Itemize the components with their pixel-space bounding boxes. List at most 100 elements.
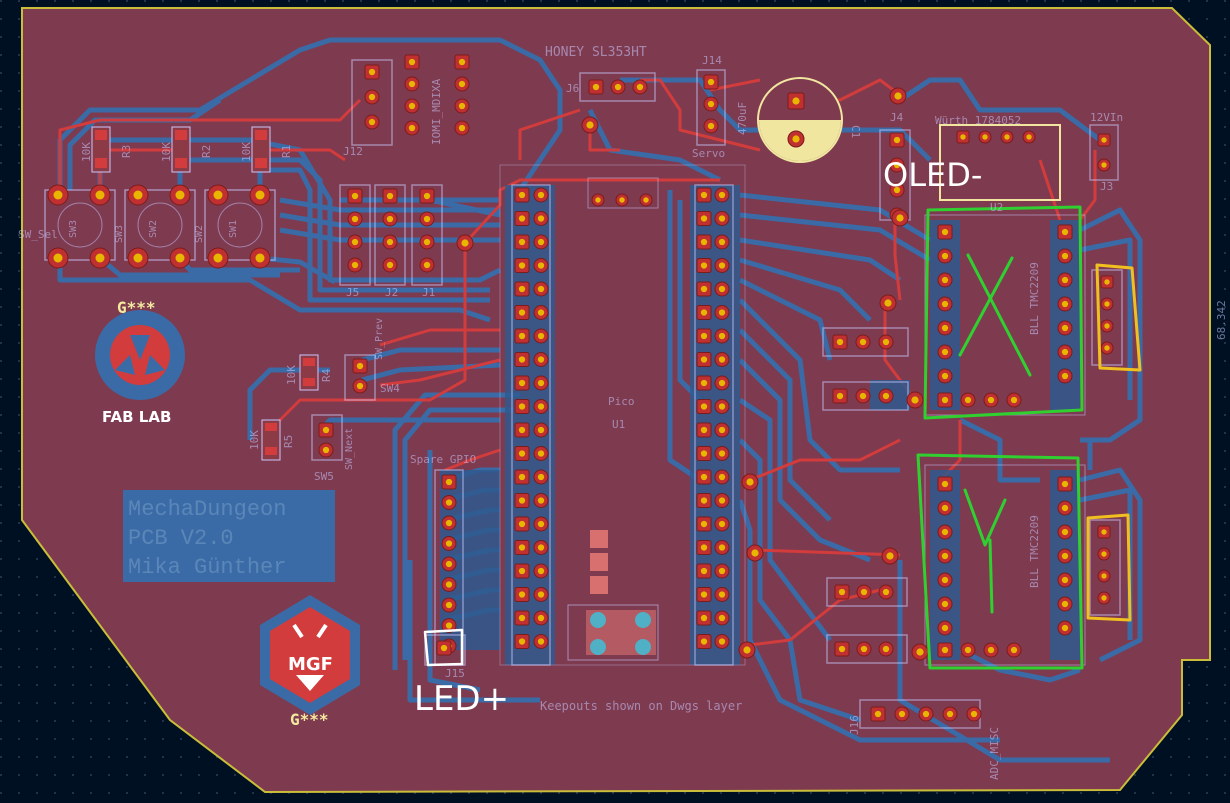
pad-hole [518, 332, 526, 340]
pad-hole [718, 450, 726, 457]
pad-hole [423, 261, 431, 269]
pad-hole [700, 262, 708, 269]
silkscreen-labels: HONEY SL353HT J6 J14 Servo 470uF C1 J4 W… [18, 45, 1228, 780]
pad-hole [700, 356, 708, 363]
pad-hole [408, 124, 416, 132]
regulator-u2[interactable] [939, 124, 1061, 201]
pad-hole [537, 638, 545, 645]
pad-hole [718, 473, 726, 481]
pad-hole [970, 710, 978, 718]
switch-sw3[interactable] [44, 189, 116, 261]
label-sw5: SW5 [314, 470, 334, 483]
pad-hole [860, 645, 868, 653]
pad-hole [718, 356, 726, 363]
label-c1: C1 [849, 125, 862, 138]
pad-hole [1061, 552, 1069, 560]
pad-hole [1061, 480, 1069, 488]
pad-hole [537, 191, 545, 199]
label-j2: J2 [385, 286, 398, 299]
pad-hole [537, 544, 545, 551]
pad-hole [700, 379, 708, 387]
label-sw2: SW2 [148, 220, 159, 238]
label-sw-sel: SW_Sel [18, 228, 58, 241]
pad-hole [964, 396, 972, 404]
pad-hole [718, 567, 726, 575]
pad-hole [445, 540, 453, 547]
pad-hole [707, 100, 715, 108]
pad-hole [1061, 504, 1069, 512]
pad-hole [1010, 396, 1018, 404]
pad-hole [700, 497, 708, 504]
label-sw3-side: SW3 [114, 225, 125, 243]
pad-hole [1101, 595, 1107, 601]
pad-hole [941, 228, 949, 236]
switch-sw2[interactable] [124, 189, 196, 261]
pad-hole [700, 238, 708, 246]
resistors-top [91, 126, 319, 461]
pad-hole [874, 710, 882, 718]
pad-hole [1004, 134, 1010, 140]
pad-hole [836, 392, 844, 400]
pad-hole [1061, 276, 1069, 284]
label-r4: R4 [320, 368, 333, 382]
pad-hole [941, 504, 949, 512]
label-mgf: MGF [288, 654, 333, 675]
title-line-3: Mika Günther [128, 555, 286, 580]
pad-hole [700, 426, 708, 434]
label-sw2-side: SW2 [194, 225, 205, 243]
pad-hole [445, 622, 453, 629]
pad-hole [408, 58, 416, 66]
pad-hole [860, 588, 868, 596]
pad-hole [700, 473, 708, 481]
label-fab-lab: FAB LAB [102, 408, 171, 426]
label-sw-next: SW_Next [344, 428, 355, 470]
label-servo: Servo [692, 147, 725, 160]
pad-hole [368, 118, 376, 126]
title-line-1: MechaDungeon [128, 497, 286, 522]
pad-hole [636, 83, 644, 91]
pad-hole [964, 646, 972, 654]
label-sw3: SW3 [68, 220, 79, 238]
pad-hole [445, 499, 453, 506]
pad-hole [743, 646, 751, 654]
pad-hole [458, 80, 466, 88]
pico-u1[interactable] [499, 164, 746, 666]
pad-hole [916, 648, 924, 656]
pad-hole [941, 600, 949, 608]
pad-hole [518, 614, 526, 622]
pad-hole [445, 519, 453, 527]
label-cap-value: 470uF [736, 102, 749, 135]
pad-hole [718, 285, 726, 293]
pad-hole [53, 190, 63, 200]
pad-hole [1026, 134, 1032, 140]
pad-hole [1061, 348, 1069, 356]
label-r3-value: 10K [80, 142, 93, 162]
pad-hole [537, 473, 545, 481]
debug-connector [587, 177, 659, 209]
pad-hole [700, 332, 708, 340]
pad-hole [255, 190, 265, 200]
pad-hole [894, 92, 902, 100]
pad-hole [1010, 646, 1018, 654]
pad-hole [351, 192, 359, 200]
pad-hole [518, 238, 526, 246]
pad-hole [537, 450, 545, 457]
pad-hole [356, 362, 364, 370]
label-j1: J1 [422, 286, 435, 299]
pad-hole [700, 567, 708, 575]
pad-hole [859, 338, 867, 346]
pad-hole [356, 382, 364, 390]
label-j16: J16 [848, 715, 861, 735]
pad-hole [408, 80, 416, 88]
label-j12: J12 [343, 145, 363, 158]
capacitor-c1[interactable] [757, 77, 843, 163]
switch-sw1[interactable] [204, 189, 276, 261]
pad-hole [1101, 137, 1107, 143]
pad-hole [537, 591, 545, 598]
pad-hole [700, 403, 708, 410]
pad-hole [1061, 624, 1069, 632]
switch-group [44, 189, 276, 261]
label-r5-value: 10K [248, 430, 261, 450]
